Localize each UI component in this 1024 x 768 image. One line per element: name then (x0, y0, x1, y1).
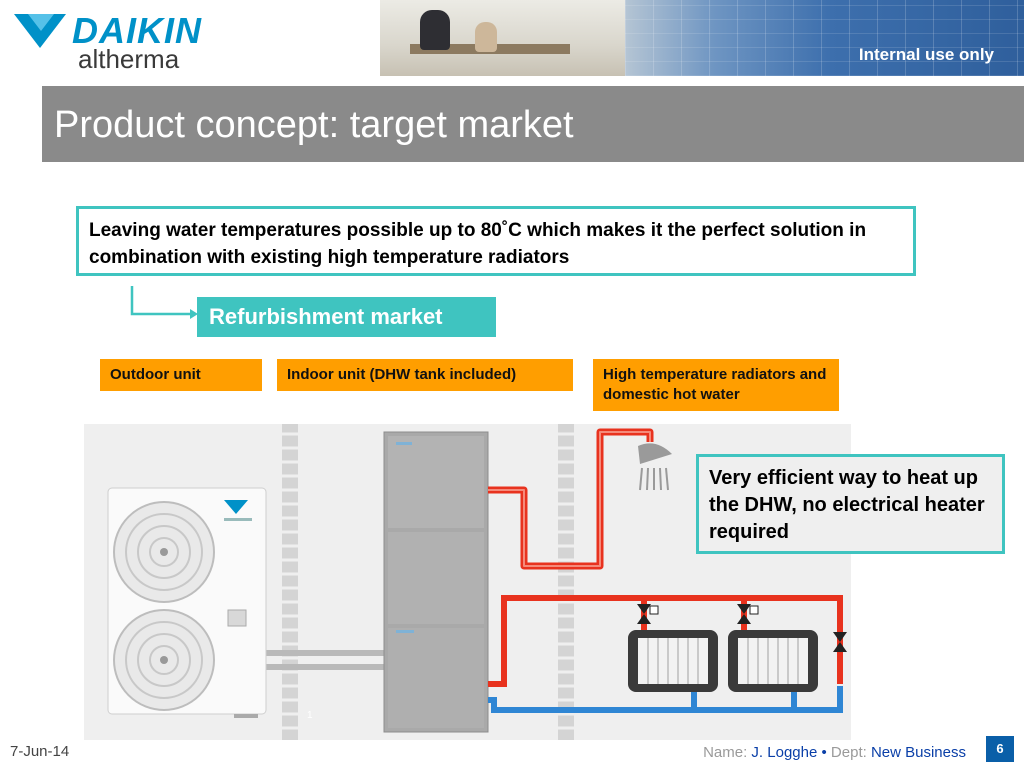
connector-arrow-icon (130, 286, 198, 319)
footer-date: 7-Jun-14 (10, 743, 70, 760)
temperature-callout: Leaving water temperatures possible up t… (76, 206, 916, 276)
name-label: Name: (703, 744, 748, 761)
dept-value: New Business (870, 744, 966, 761)
refurbishment-market-label: Refurbishment market (197, 297, 496, 337)
logo-area: DAIKIN altherma (0, 0, 380, 76)
radiator-image (628, 630, 818, 692)
building-photo (625, 0, 1024, 76)
wall-right (558, 424, 574, 740)
footer-author: Name: J. Logghe • Dept: New Business (703, 744, 966, 761)
dhw-note: Very efficient way to heat up the DHW, n… (696, 454, 1005, 554)
daikin-logo-icon (14, 14, 66, 48)
radiators-label: High temperature radiators and domestic … (593, 359, 839, 411)
product-wordmark: altherma (78, 44, 180, 74)
callout-text: Leaving water temperatures possible up t… (89, 220, 867, 268)
hot-water-pipe (488, 428, 654, 570)
header-banner: Internal use only (380, 0, 1024, 76)
title-bar: Product concept: target market (42, 86, 1024, 162)
classification-label: Internal use only (858, 45, 994, 64)
slide-title: Product concept: target market (54, 104, 574, 146)
indoor-unit-label: Indoor unit (DHW tank included) (277, 359, 573, 391)
system-diagram: 1 (107, 424, 847, 740)
outdoor-unit-image (107, 487, 267, 718)
office-photo (380, 0, 625, 76)
footer-separator: • (821, 744, 827, 761)
indoor-unit-image (383, 431, 489, 733)
outdoor-unit-label: Outdoor unit (100, 359, 262, 391)
illustration-marker: 1 (307, 710, 313, 721)
dept-label: Dept: (830, 744, 867, 761)
thermostatic-valve-icon (637, 604, 847, 652)
dhw-note-text: Very efficient way to heat up the DHW, n… (709, 467, 985, 543)
wall-left (282, 424, 298, 740)
brand-wordmark: DAIKIN (72, 10, 202, 51)
shower-head-icon (638, 443, 672, 491)
refrigerant-pipes (262, 650, 384, 670)
page-number: 6 (986, 736, 1014, 762)
name-value: J. Logghe (751, 744, 818, 761)
